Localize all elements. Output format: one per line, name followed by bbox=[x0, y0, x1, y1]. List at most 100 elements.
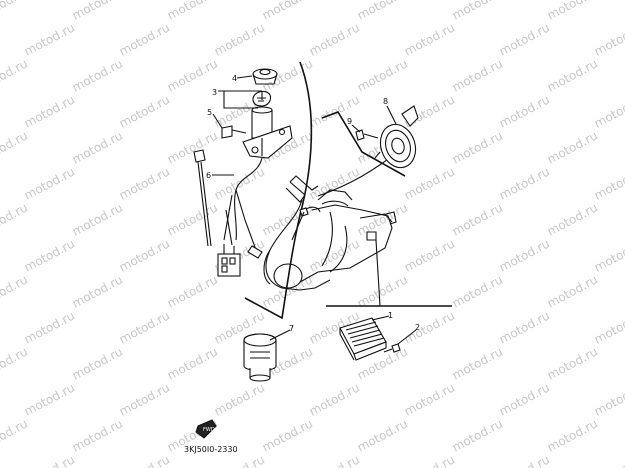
callout-7: 7 bbox=[289, 324, 294, 333]
watermark-text: motod.ru bbox=[22, 92, 77, 130]
watermark-text: motod.ru bbox=[450, 56, 505, 94]
watermark-text: motod.ru bbox=[0, 200, 30, 238]
watermark-text: motod.ru bbox=[117, 92, 172, 130]
watermark-text: motod.ru bbox=[402, 164, 457, 202]
watermark-text: motod.ru bbox=[402, 308, 457, 346]
watermark-text: motod.ru bbox=[70, 0, 125, 23]
watermark-text: motod.ru bbox=[450, 128, 505, 166]
callout-4: 4 bbox=[232, 74, 237, 83]
watermark-text: motod.ru bbox=[165, 128, 220, 166]
watermark-text: motod.ru bbox=[545, 200, 600, 238]
watermark-text: motod.ru bbox=[22, 236, 77, 274]
watermark-text: motod.ru bbox=[22, 164, 77, 202]
watermark-text: motod.ru bbox=[70, 344, 125, 382]
callout-leaders bbox=[212, 75, 417, 345]
scooter-frame-outline bbox=[263, 175, 397, 291]
watermark-text: motod.ru bbox=[545, 344, 600, 382]
callout-6: 6 bbox=[206, 171, 211, 180]
watermark-text: motod.ru bbox=[165, 0, 220, 23]
watermark-text: motod.ru bbox=[0, 0, 30, 23]
bolt-part bbox=[221, 125, 247, 139]
section-divider-horn bbox=[321, 111, 406, 177]
watermark-text: motod.ru bbox=[402, 20, 457, 58]
leader-switch-location bbox=[291, 211, 305, 241]
section-divider-left bbox=[244, 61, 313, 320]
watermark-text: motod.ru bbox=[592, 92, 625, 130]
watermark-text: motod.ru bbox=[497, 20, 552, 58]
watermark-text: motod.ru bbox=[307, 92, 362, 130]
watermark-text: motod.ru bbox=[0, 344, 30, 382]
watermark-text: motod.ru bbox=[497, 452, 552, 468]
fwd-arrow-icon: FWD bbox=[195, 419, 217, 439]
watermark-text: motod.ru bbox=[402, 452, 457, 468]
cable-band-part bbox=[193, 149, 212, 247]
watermark-text: motod.ru bbox=[545, 0, 600, 23]
callout-8: 8 bbox=[383, 97, 388, 106]
watermark-text: motod.ru bbox=[22, 20, 77, 58]
main-switch-body bbox=[242, 106, 293, 159]
watermark-text: motod.ru bbox=[307, 20, 362, 58]
watermark-text: motod.ru bbox=[260, 416, 315, 454]
watermark-text: motod.ru bbox=[450, 0, 505, 23]
watermark-text: motod.ru bbox=[592, 164, 625, 202]
watermark-text: motod.ru bbox=[545, 416, 600, 454]
watermark-text: motod.ru bbox=[355, 416, 410, 454]
watermark-text: motod.ru bbox=[70, 56, 125, 94]
watermark-text: motod.ru bbox=[212, 20, 267, 58]
lock-cap-part bbox=[252, 68, 278, 85]
horn-part bbox=[374, 105, 419, 169]
rectifier-regulator-part bbox=[339, 317, 387, 361]
watermark-text: motod.ru bbox=[212, 452, 267, 468]
watermark-text: motod.ru bbox=[70, 272, 125, 310]
watermark-text: motod.ru bbox=[497, 92, 552, 130]
watermark-text: motod.ru bbox=[0, 128, 30, 166]
watermark-text: motod.ru bbox=[497, 164, 552, 202]
watermark-text: motod.ru bbox=[450, 200, 505, 238]
watermark-text: motod.ru bbox=[0, 56, 30, 94]
watermark-text: motod.ru bbox=[117, 380, 172, 418]
watermark-text: motod.ru bbox=[0, 416, 30, 454]
watermark-text: motod.ru bbox=[307, 452, 362, 468]
callout-9: 9 bbox=[347, 117, 352, 126]
watermark-text: motod.ru bbox=[260, 200, 315, 238]
watermark-text: motod.ru bbox=[450, 416, 505, 454]
watermark-text: motod.ru bbox=[402, 236, 457, 274]
watermark-text: motod.ru bbox=[307, 380, 362, 418]
thermo-switch-part bbox=[243, 333, 277, 382]
callout-3: 3 bbox=[212, 88, 217, 97]
watermark-text: motod.ru bbox=[592, 452, 625, 468]
watermark-text: motod.ru bbox=[355, 56, 410, 94]
watermark-text: motod.ru bbox=[117, 452, 172, 468]
watermark-text: motod.ru bbox=[355, 272, 410, 310]
watermark-text: motod.ru bbox=[70, 200, 125, 238]
watermark-text: motod.ru bbox=[592, 20, 625, 58]
watermark-text: motod.ru bbox=[117, 308, 172, 346]
watermark-text: motod.ru bbox=[70, 128, 125, 166]
watermark-text: motod.ru bbox=[117, 236, 172, 274]
watermark-text: motod.ru bbox=[497, 380, 552, 418]
watermark-text: motod.ru bbox=[402, 380, 457, 418]
watermark-text: motod.ru bbox=[497, 236, 552, 274]
callout-1: 1 bbox=[388, 311, 393, 320]
watermark-text: motod.ru bbox=[355, 0, 410, 23]
watermark-text: motod.ru bbox=[117, 164, 172, 202]
watermark-text: motod.ru bbox=[497, 308, 552, 346]
watermark-text: motod.ru bbox=[165, 272, 220, 310]
watermark-text: motod.ru bbox=[165, 200, 220, 238]
watermark-text: motod.ru bbox=[450, 344, 505, 382]
callout-2: 2 bbox=[415, 323, 420, 332]
watermark-text: motod.ru bbox=[545, 56, 600, 94]
watermark-text: motod.ru bbox=[592, 236, 625, 274]
watermark-text: motod.ru bbox=[165, 344, 220, 382]
switch-lead-wire bbox=[217, 157, 263, 277]
watermark-text: motod.ru bbox=[22, 308, 77, 346]
leader-rectifier-location bbox=[375, 239, 381, 307]
watermark-text: motod.ru bbox=[22, 452, 77, 468]
watermark-text: motod.ru bbox=[260, 0, 315, 23]
watermark-text: motod.ru bbox=[70, 416, 125, 454]
watermark-text: motod.ru bbox=[117, 20, 172, 58]
watermark-text: motod.ru bbox=[355, 200, 410, 238]
